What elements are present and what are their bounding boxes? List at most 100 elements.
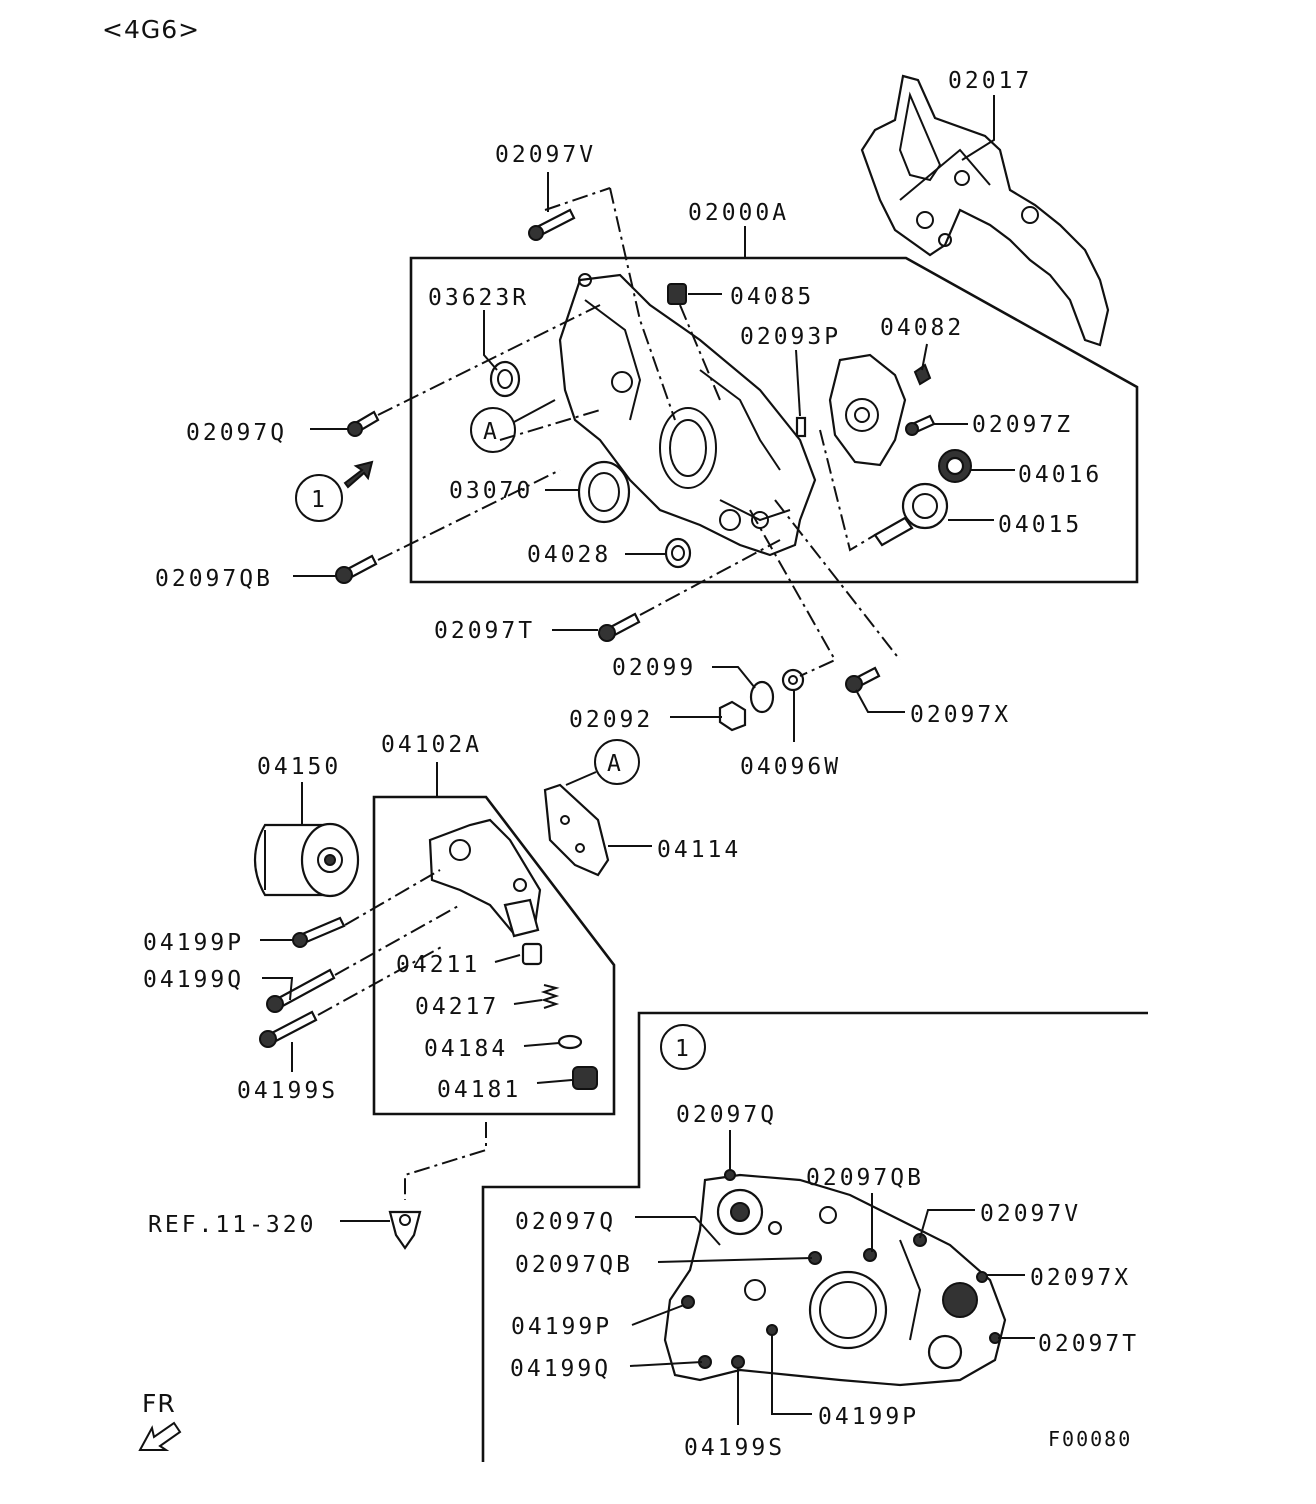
front-indicator-label: FR: [142, 1389, 176, 1418]
gasket-02099: [749, 680, 775, 714]
oil-seal-04028: [664, 537, 692, 569]
bolt-04199P: [292, 916, 346, 948]
label-04096W: 04096W: [740, 754, 841, 780]
svg-text:1: 1: [311, 487, 328, 513]
align-line: [774, 499, 901, 661]
figure-id: F00080: [1048, 1427, 1132, 1451]
bolt-02097T: [598, 612, 641, 642]
bolt-02097V: [528, 208, 576, 241]
front-arrow-icon: [138, 1421, 182, 1451]
label-04199S: 04199S: [237, 1078, 338, 1104]
detail-label-02097V: 02097V: [980, 1201, 1081, 1227]
label-ref: REF.11-320: [148, 1212, 316, 1238]
label-02097T: 02097T: [434, 618, 535, 644]
align-line: [404, 1122, 487, 1200]
engine-code-title: <4G6>: [102, 15, 200, 44]
detail-label-02097QB: 02097QB: [515, 1252, 633, 1278]
label-02097QB: 02097QB: [155, 566, 273, 592]
callout-a-lower: A: [565, 739, 640, 786]
plug-04085: [667, 283, 687, 305]
oil-seal-03623R: [489, 360, 521, 398]
detail-label-02097QB-top: 02097QB: [806, 1165, 924, 1191]
align-line: [499, 409, 601, 441]
bolt-02097Q: [347, 410, 380, 437]
plunger-04211: [521, 942, 543, 966]
assembled-front-case: [663, 1169, 1007, 1387]
label-02097Z: 02097Z: [972, 412, 1073, 438]
label-04211: 04211: [396, 952, 480, 978]
align-line: [544, 187, 611, 211]
svg-text:1: 1: [675, 1036, 692, 1062]
oil-filter-bracket: [428, 818, 542, 938]
detail-label-04199S: 04199S: [684, 1435, 785, 1461]
driven-gear: [938, 449, 972, 483]
label-04217: 04217: [415, 994, 499, 1020]
oil-seal-03070: [577, 460, 631, 524]
svg-text:A: A: [607, 751, 624, 777]
label-02092: 02092: [569, 707, 653, 733]
label-04114: 04114: [657, 837, 741, 863]
align-line: [679, 304, 721, 401]
label-04082: 04082: [880, 315, 964, 341]
label-04199Q: 04199Q: [143, 967, 244, 993]
detail-label-02097Q-top: 02097Q: [676, 1102, 777, 1128]
label-04085: 04085: [730, 284, 814, 310]
oil-filter: [254, 822, 360, 898]
detail-label-04199P: 04199P: [511, 1314, 612, 1340]
assembly-box-02000A: [409, 256, 1139, 584]
plug-02092: [718, 700, 747, 732]
oil-pressure-switch: [388, 1210, 422, 1250]
detail-leader-lines: [629, 1130, 1035, 1425]
detail-label-02097T: 02097T: [1038, 1331, 1139, 1357]
oil-pump-gasket-04114: [543, 783, 610, 877]
label-02093P: 02093P: [740, 324, 841, 350]
oil-pump-cover: [828, 353, 907, 467]
bolt-04199Q: [266, 968, 336, 1013]
label-04184: 04184: [424, 1036, 508, 1062]
label-02017: 02017: [948, 68, 1032, 94]
label-04015: 04015: [998, 512, 1082, 538]
label-04181: 04181: [437, 1077, 521, 1103]
align-line: [334, 904, 461, 976]
callout-1-main: 1: [295, 460, 374, 522]
detail-label-02097X: 02097X: [1030, 1265, 1131, 1291]
pin-02093P: [795, 416, 807, 438]
label-03623R: 03623R: [428, 285, 529, 311]
label-04199P: 04199P: [143, 930, 244, 956]
callout-a-main: A: [470, 399, 556, 453]
detail-label-04199P-b: 04199P: [818, 1404, 919, 1430]
align-line: [317, 944, 446, 1016]
gasket-04184: [557, 1034, 583, 1050]
label-02000A: 02000A: [688, 200, 789, 226]
label-04016: 04016: [1018, 462, 1102, 488]
bolt-04199S: [259, 1010, 318, 1048]
leader-lines: [260, 95, 1015, 1222]
detail-label-04199Q: 04199Q: [510, 1356, 611, 1382]
detail-view-frame: [481, 1011, 1148, 1462]
front-case-body: [558, 273, 817, 557]
callout-1-detail: 1: [660, 1024, 706, 1070]
align-line: [344, 869, 441, 926]
assembly-box-04102A: [372, 795, 616, 1116]
label-04028: 04028: [527, 542, 611, 568]
label-02099: 02099: [612, 655, 696, 681]
align-line: [609, 187, 676, 421]
bolt-02097X: [845, 666, 881, 693]
label-03070: 03070: [449, 478, 533, 504]
label-04102A: 04102A: [381, 732, 482, 758]
label-04150: 04150: [257, 754, 341, 780]
bolt-02097Z: [905, 414, 936, 436]
timing-case-gasket: [860, 74, 1110, 347]
label-02097V: 02097V: [495, 142, 596, 168]
detail-label-02097Q: 02097Q: [515, 1209, 616, 1235]
label-02097X: 02097X: [910, 702, 1011, 728]
bolt-02097QB: [335, 554, 378, 584]
align-line: [819, 429, 876, 552]
plug-04096W: [781, 668, 805, 692]
align-line: [377, 469, 561, 561]
drive-gear: [873, 482, 949, 547]
spring-04217: [540, 984, 560, 1009]
svg-text:A: A: [483, 419, 500, 445]
